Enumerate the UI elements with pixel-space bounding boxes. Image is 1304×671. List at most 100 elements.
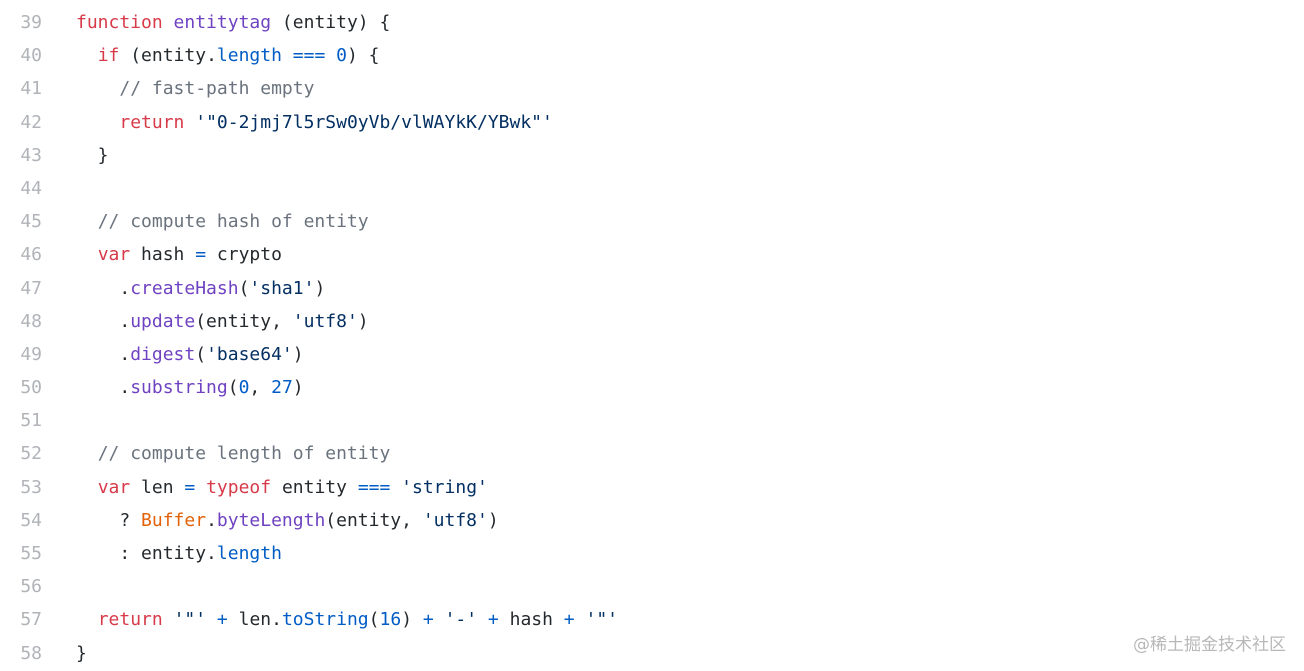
code-text: .digest('base64') (76, 338, 303, 371)
code-line: 40 if (entity.length === 0) { (0, 39, 618, 72)
code-text: // fast-path empty (76, 72, 314, 105)
code-text: // compute hash of entity (76, 205, 369, 238)
code-token (575, 609, 586, 630)
code-token (163, 12, 174, 33)
code-text: if (entity.length === 0) { (76, 39, 380, 72)
code-token: if (97, 45, 120, 67)
code-token: : entity. (76, 543, 217, 564)
code-token: (entity) { (271, 12, 391, 33)
code-token: (entity, (195, 310, 293, 332)
code-token (477, 609, 488, 630)
code-token: === (357, 476, 391, 498)
line-number: 44 (20, 177, 42, 199)
code-token: ) { (347, 45, 380, 67)
code-token: byteLength (216, 509, 326, 531)
code-token (76, 477, 98, 498)
code-text: return '"' + len.toString(16) + '-' + ha… (76, 603, 618, 636)
code-text: return '"0-2jmj7l5rSw0yVb/vlWAYkK/YBwk"' (76, 106, 553, 139)
line-number: 47 (20, 277, 42, 299)
code-text: .update(entity, 'utf8') (76, 305, 368, 338)
code-token: createHash (130, 277, 239, 299)
code-token: 0 (336, 45, 347, 67)
code-token: 16 (379, 609, 402, 631)
code-token: typeof (206, 476, 272, 498)
line-number: 50 (20, 377, 42, 399)
code-line: 52 // compute length of entity (0, 437, 618, 470)
code-token (282, 45, 293, 66)
code-token (325, 45, 336, 66)
code-token (76, 112, 119, 133)
code-token: 'sha1' (249, 277, 315, 299)
code-token (76, 443, 98, 464)
line-number: 54 (20, 509, 42, 531)
code-token (195, 477, 206, 498)
code-token: = (184, 476, 196, 498)
code-token: Buffer (141, 509, 207, 531)
code-token (76, 45, 98, 66)
line-number: 39 (20, 12, 42, 33)
code-token (76, 609, 98, 630)
code-token: + (422, 609, 434, 631)
line-number: 42 (20, 111, 42, 133)
code-text: var len = typeof entity === 'string' (76, 471, 488, 504)
code-token: crypto (206, 244, 282, 266)
code-line: 50 .substring(0, 27) (0, 371, 618, 404)
code-line: 41 // fast-path empty (0, 72, 618, 105)
line-number: 43 (20, 144, 42, 166)
code-text: } (76, 139, 109, 172)
code-line: 43 } (0, 139, 618, 172)
code-line: 48 .update(entity, 'utf8') (0, 305, 618, 338)
line-number: 48 (20, 310, 42, 332)
code-token: ( (238, 277, 250, 299)
code-token: ) (292, 377, 304, 399)
line-number: 49 (20, 343, 42, 365)
code-line: 58} (0, 637, 618, 670)
code-token: 'base64' (206, 343, 293, 365)
line-number: 41 (20, 78, 42, 100)
code-token: length (216, 543, 282, 564)
code-token: '"' (173, 609, 207, 631)
code-token (206, 609, 217, 630)
code-text: .createHash('sha1') (76, 272, 325, 305)
code-token: ( (195, 343, 207, 365)
code-token: ( (227, 377, 239, 399)
line-number: 57 (20, 609, 42, 631)
code-token: // fast-path empty (119, 78, 315, 100)
watermark: @稀土掘金技术社区 (1133, 635, 1286, 655)
code-token: substring (130, 377, 228, 399)
code-token: '"0-2jmj7l5rSw0yVb/vlWAYkK/YBwk"' (195, 111, 553, 133)
code-line: 42 return '"0-2jmj7l5rSw0yVb/vlWAYkK/YBw… (0, 106, 618, 139)
code-token (390, 477, 401, 498)
line-number: 53 (20, 476, 42, 498)
code-token: + (487, 609, 499, 631)
code-token: === (292, 45, 326, 67)
code-text: } (76, 637, 87, 670)
code-line: 44 (0, 172, 618, 205)
code-line: 39 function entitytag (entity) { (0, 6, 618, 39)
code-token: var (97, 476, 131, 498)
code-line: 55 : entity.length (0, 537, 618, 570)
code-token: . (76, 310, 131, 332)
code-token: hash (130, 244, 196, 266)
code-text: .substring(0, 27) (76, 371, 304, 404)
code-token: = (195, 244, 207, 266)
code-token (76, 211, 98, 232)
code-text: var hash = crypto (76, 238, 282, 271)
code-token: 0 (238, 377, 250, 399)
line-number: 58 (20, 642, 42, 664)
line-number: 45 (20, 211, 42, 233)
code-token: var (97, 244, 131, 266)
code-token: ? (76, 509, 142, 531)
code-text: // compute length of entity (76, 437, 391, 470)
code-line: 47 .createHash('sha1') (0, 272, 618, 305)
code-token: . (76, 277, 131, 299)
code-text: function entitytag (entity) { (76, 6, 390, 39)
code-line: 57 return '"' + len.toString(16) + '-' +… (0, 603, 618, 636)
code-token (184, 112, 195, 133)
code-token: update (130, 310, 196, 332)
code-token: toString (281, 609, 369, 631)
code-token: . (76, 377, 131, 399)
code-line: 54 ? Buffer.byteLength(entity, 'utf8') (0, 504, 618, 537)
code-token (76, 78, 119, 99)
code-token: 'string' (401, 476, 488, 498)
